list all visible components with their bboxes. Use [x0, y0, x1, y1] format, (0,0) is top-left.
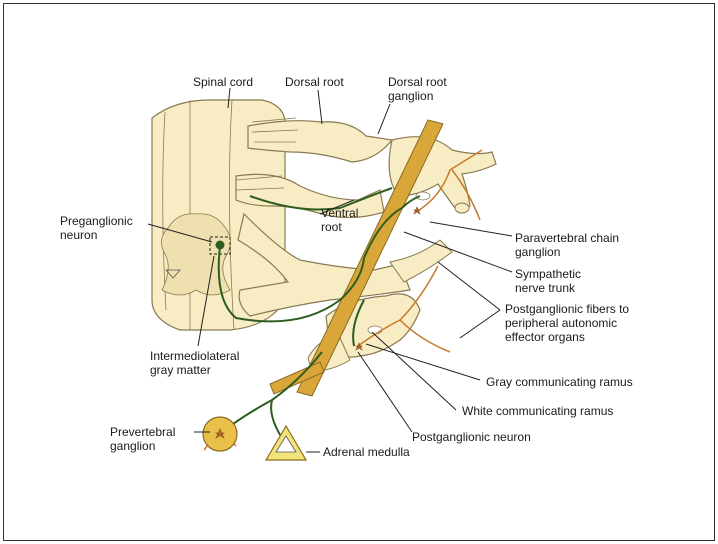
- label-spinal-cord: Spinal cord: [193, 75, 253, 89]
- label-gray-communicating-ramus: Gray communicating ramus: [486, 375, 633, 389]
- label-ventral-root: Ventral root: [321, 206, 358, 234]
- label-postganglionic-fibers: Postganglionic fibers to peripheral auto…: [505, 302, 629, 344]
- adrenal-medulla: [266, 426, 306, 460]
- label-adrenal-medulla: Adrenal medulla: [323, 445, 410, 459]
- label-dorsal-root: Dorsal root: [285, 75, 344, 89]
- label-prevertebral-ganglion: Prevertebral ganglion: [110, 425, 175, 453]
- label-preganglionic-neuron: Preganglionic neuron: [60, 214, 133, 242]
- label-paravertebral-chain-ganglion: Paravertebral chain ganglion: [515, 231, 619, 259]
- prevertebral-ganglion: [203, 417, 237, 451]
- label-white-communicating-ramus: White communicating ramus: [462, 404, 613, 418]
- label-intermediolateral-gray-matter: Intermediolateral gray matter: [150, 349, 239, 377]
- label-postganglionic-neuron: Postganglionic neuron: [412, 430, 531, 444]
- label-sympathetic-nerve-trunk: Sympathetic nerve trunk: [515, 267, 581, 295]
- label-dorsal-root-ganglion: Dorsal root ganglion: [388, 75, 447, 103]
